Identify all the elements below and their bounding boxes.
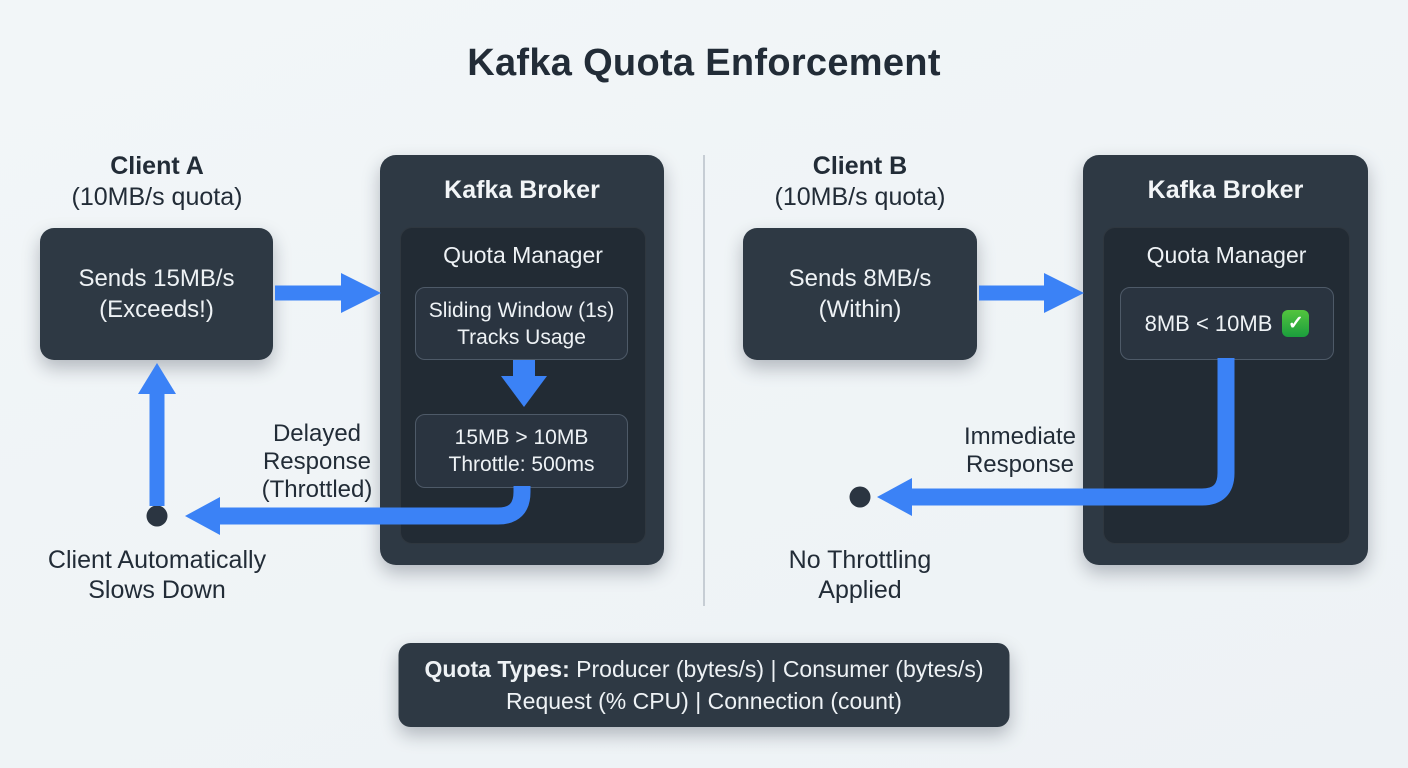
legend-label: Quota Types: <box>424 656 570 682</box>
arrowhead-broker-a-return <box>185 497 220 535</box>
client-b-send-line1: Sends 8MB/s <box>788 265 932 292</box>
delayed-response-line3: (Throttled) <box>261 476 373 503</box>
divider-line <box>703 155 705 606</box>
broker-a-title: Kafka Broker <box>444 176 600 204</box>
verdict-text: 8MB < 10MB <box>1144 311 1273 336</box>
legend-line1: Quota Types: Producer (bytes/s) | Consum… <box>425 653 984 685</box>
arrowhead-dot-to-client-a <box>138 363 176 394</box>
legend-line2: Request (% CPU) | Connection (count) <box>506 688 902 714</box>
client-a-outcome-label: Client Automatically Slows Down <box>48 545 266 605</box>
client-b-quota: (10MB/s quota) <box>774 183 946 211</box>
check-icon: ✓ <box>1282 310 1310 337</box>
immediate-response-line1: Immediate <box>963 423 1077 450</box>
client-b-name: Client B <box>812 152 908 180</box>
page-title: Kafka Quota Enforcement <box>467 42 941 84</box>
client-a-outcome-line2: Slows Down <box>88 576 226 604</box>
client-b-outcome-line2: Applied <box>818 576 902 604</box>
client-b-label: Client B (10MB/s quota) <box>700 151 1020 213</box>
client-a-send-line1: Sends 15MB/s <box>78 265 235 292</box>
broker-a-manager-title: Quota Manager <box>443 242 603 268</box>
client-b-outcome-line1: No Throttling <box>788 546 932 574</box>
client-b-send-box: Sends 8MB/s (Within) <box>743 228 977 360</box>
legend-line1-text: Producer (bytes/s) | Consumer (bytes/s) <box>569 656 984 682</box>
broker-a-quota-manager: Quota Manager Sliding Window (1s) Tracks… <box>400 227 646 544</box>
throttle-line2: Throttle: 500ms <box>448 453 595 476</box>
throttle-line1: 15MB > 10MB <box>454 426 589 449</box>
client-a-send-line2: (Exceeds!) <box>99 296 214 323</box>
broker-b-verdict-box: 8MB < 10MB ✓ <box>1120 287 1334 360</box>
broker-b-quota-manager: Quota Manager 8MB < 10MB ✓ <box>1103 227 1350 544</box>
broker-b: Kafka Broker Quota Manager 8MB < 10MB ✓ <box>1083 155 1368 565</box>
delayed-response-label: Delayed Response (Throttled) <box>262 420 373 504</box>
client-a-name: Client A <box>110 152 204 180</box>
client-a-send-box: Sends 15MB/s (Exceeds!) <box>40 228 273 360</box>
client-b-send-line2: (Within) <box>818 296 902 323</box>
client-b-outcome-label: No Throttling Applied <box>789 545 932 605</box>
immediate-response-label: Immediate Response <box>964 423 1076 479</box>
broker-a-sliding-window-box: Sliding Window (1s) Tracks Usage <box>415 287 628 360</box>
broker-b-manager-title: Quota Manager <box>1146 242 1307 268</box>
junction-dot-right <box>849 486 871 508</box>
arrowhead-client-b-to-broker <box>1044 273 1084 313</box>
client-a-quota: (10MB/s quota) <box>71 183 243 211</box>
check-icon-glyph: ✓ <box>1287 313 1304 334</box>
junction-dot-left <box>146 505 168 527</box>
immediate-response-line2: Response <box>965 451 1075 478</box>
client-a-label: Client A (10MB/s quota) <box>0 151 317 213</box>
broker-b-title: Kafka Broker <box>1147 176 1304 204</box>
broker-a: Kafka Broker Quota Manager Sliding Windo… <box>380 155 664 565</box>
arrowhead-broker-b-return <box>877 478 912 516</box>
quota-types-legend: Quota Types: Producer (bytes/s) | Consum… <box>398 643 1010 727</box>
client-a-outcome-line1: Client Automatically <box>47 546 267 574</box>
sliding-window-line1: Sliding Window (1s) <box>428 298 615 322</box>
delayed-response-line1: Delayed <box>272 420 362 447</box>
broker-a-throttle-box: 15MB > 10MB Throttle: 500ms <box>415 414 628 488</box>
delayed-response-line2: Response <box>262 448 372 475</box>
sliding-window-line2: Tracks Usage <box>457 325 586 349</box>
arrowhead-client-a-to-broker <box>341 273 381 313</box>
